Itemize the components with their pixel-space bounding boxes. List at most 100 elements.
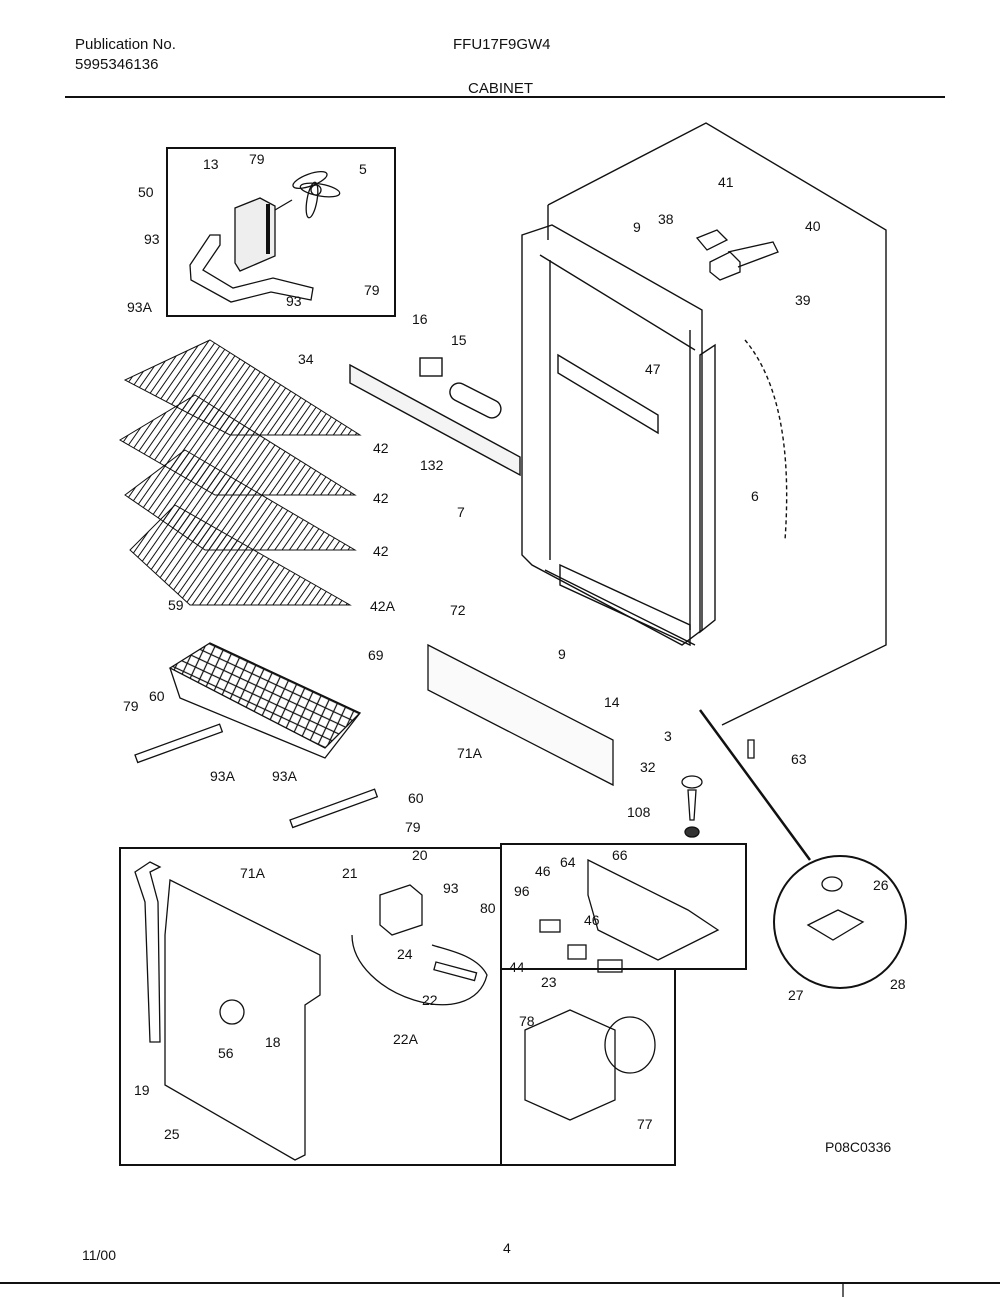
thermostat-part (524, 1009, 616, 1121)
callout-46: 46 (535, 863, 551, 879)
callout-34: 34 (298, 351, 314, 367)
callout-16: 16 (412, 311, 428, 327)
evaporator-cover-part (349, 363, 521, 477)
callout-23: 23 (541, 974, 557, 990)
callout-108: 108 (627, 804, 651, 820)
callout-80: 80 (480, 900, 496, 916)
callout-28: 28 (890, 976, 906, 992)
callout-93: 93 (144, 231, 160, 247)
callout-42: 42 (373, 490, 389, 506)
callout-3: 3 (664, 728, 672, 744)
callout-22A: 22A (393, 1031, 418, 1047)
section-title: CABINET (468, 80, 534, 97)
leveler-part (687, 789, 697, 821)
callout-9: 9 (633, 219, 641, 235)
detail-leader-line (698, 709, 812, 861)
callout-22: 22 (422, 992, 438, 1008)
top-hinge-part (695, 229, 779, 281)
callout-79: 79 (405, 819, 421, 835)
callout-78: 78 (519, 1013, 535, 1029)
callout-18: 18 (265, 1034, 281, 1050)
callout-60: 60 (408, 790, 424, 806)
callout-93A: 93A (127, 299, 152, 315)
grommet-part (219, 999, 245, 1025)
footer-date: 11/00 (82, 1247, 116, 1263)
header-rule (65, 96, 945, 98)
callout-66: 66 (612, 847, 628, 863)
callout-42: 42 (373, 543, 389, 559)
callout-93: 93 (443, 880, 459, 896)
callout-21: 21 (342, 865, 358, 881)
switch-44-part (567, 944, 587, 960)
light-socket-part (419, 357, 443, 377)
callout-93: 93 (286, 293, 302, 309)
switch-23-part (597, 959, 623, 973)
callout-26: 26 (873, 877, 889, 893)
callout-63: 63 (791, 751, 807, 767)
callout-64: 64 (560, 854, 576, 870)
basket-rail-right (289, 788, 379, 829)
heater-cover-part (379, 884, 423, 936)
cabinet-body (349, 122, 887, 726)
callout-41: 41 (718, 174, 734, 190)
fan-assembly-frame (166, 147, 396, 317)
back-panel-part (164, 878, 321, 1161)
callout-71A: 71A (457, 745, 482, 761)
callout-72: 72 (450, 602, 466, 618)
callout-39: 39 (795, 292, 811, 308)
motor-bracket-part (189, 234, 314, 303)
thermostat-frame (500, 968, 676, 1166)
callout-32: 32 (640, 759, 656, 775)
callout-69: 69 (368, 647, 384, 663)
callout-20: 20 (412, 847, 428, 863)
callout-15: 15 (451, 332, 467, 348)
callout-47: 47 (645, 361, 661, 377)
callout-77: 77 (637, 1116, 653, 1132)
callout-19: 19 (134, 1082, 150, 1098)
callout-14: 14 (604, 694, 620, 710)
callout-46: 46 (584, 912, 600, 928)
callout-71A: 71A (240, 865, 265, 881)
callout-60: 60 (149, 688, 165, 704)
control-housing-part (587, 858, 720, 961)
heater-part (433, 961, 478, 982)
callout-96: 96 (514, 883, 530, 899)
screw-63-part (747, 739, 755, 759)
callout-42: 42 (373, 440, 389, 456)
callout-6: 6 (751, 488, 759, 504)
callout-79: 79 (249, 151, 265, 167)
fan-blade-part (292, 171, 341, 219)
callout-38: 38 (658, 211, 674, 227)
callout-93A: 93A (210, 768, 235, 784)
callout-79: 79 (123, 698, 139, 714)
hinge-channel-part (557, 353, 659, 435)
callout-24: 24 (397, 946, 413, 962)
heater-wire-part (351, 934, 488, 1006)
callout-50: 50 (138, 184, 154, 200)
diagram-code: P08C0336 (825, 1139, 892, 1155)
light-bulb-part (449, 382, 502, 419)
page-number: 4 (503, 1240, 511, 1256)
callout-7: 7 (457, 504, 465, 520)
callout-59: 59 (168, 597, 184, 613)
drain-tube-part (134, 861, 162, 1043)
leg-cap-part (681, 775, 703, 789)
shelf-4 (129, 504, 352, 606)
control-knob-part (604, 1016, 656, 1074)
fan-motor-part (234, 197, 293, 272)
callout-93A: 93A (272, 768, 297, 784)
basket-rail-left (134, 723, 224, 764)
hinge-detail-circle (773, 855, 907, 989)
callout-79: 79 (364, 282, 380, 298)
callout-5: 5 (359, 161, 367, 177)
switch-96-part (539, 919, 561, 933)
wire-shelves (119, 339, 362, 606)
callout-25: 25 (164, 1126, 180, 1142)
callout-9: 9 (558, 646, 566, 662)
callout-40: 40 (805, 218, 821, 234)
callout-13: 13 (203, 156, 219, 172)
publication-number: 5995346136 (75, 56, 159, 73)
callout-44: 44 (509, 959, 525, 975)
model-number: FFU17F9GW4 (453, 36, 551, 53)
callout-56: 56 (218, 1045, 234, 1061)
